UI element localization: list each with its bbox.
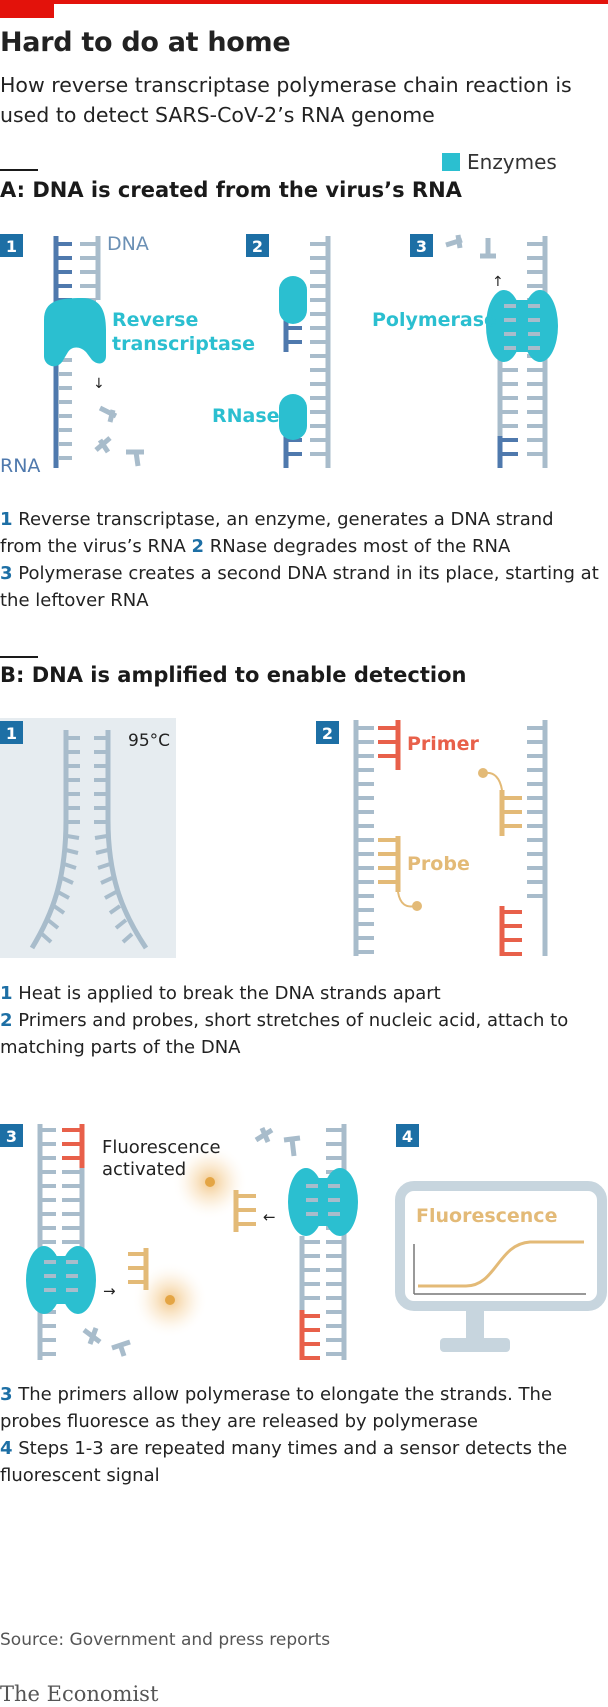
section-b-diagram-2: 3 xyxy=(0,1124,607,1360)
label-rnase: RNase xyxy=(212,405,280,427)
brand-logo-text: The Economist xyxy=(0,1682,159,1706)
b3-left-primer xyxy=(62,1124,85,1168)
header-red-line xyxy=(0,0,608,4)
sensor-monitor: Fluorescence xyxy=(395,1181,607,1352)
caption-a-text-2: RNase degrades most of the RNA xyxy=(204,536,511,557)
caption-b-num-2: 2 xyxy=(0,1010,13,1031)
caption-b-text-1: Heat is applied to break the DNA strands… xyxy=(12,983,441,1004)
label-probe: Probe xyxy=(407,853,470,875)
svg-text:1: 1 xyxy=(6,237,17,256)
caption-a-num-2: 2 xyxy=(191,536,205,557)
svg-text:2: 2 xyxy=(252,237,263,256)
b3-free-nucleotides-left xyxy=(82,1327,131,1357)
section-a-diagram: 1 2 3 ↓ DNA xyxy=(0,233,558,477)
caption-a-num-1: 1 xyxy=(0,509,13,530)
section-b-diagram-1: 1 95°C 2 xyxy=(0,718,548,958)
label-fluorescence: Fluorescence xyxy=(416,1205,557,1227)
label-rna: RNA xyxy=(0,455,40,477)
caption-a-text-3: Polymerase creates a second DNA strand i… xyxy=(0,563,599,611)
label-primer: Primer xyxy=(407,733,479,755)
svg-text:1: 1 xyxy=(6,724,17,743)
caption-b-text-4: Steps 1-3 are repeated many times and a … xyxy=(0,1438,568,1486)
fluorophore-dot-1 xyxy=(205,1177,215,1187)
section-a-heading: A: DNA is created from the virus’s RNA xyxy=(0,178,462,202)
section-a-caption: 1 Reverse transcriptase, an enzyme, gene… xyxy=(0,506,600,614)
label-temperature: 95°C xyxy=(128,731,170,751)
a2-dna-strand xyxy=(310,236,331,468)
polymerase-enzyme-b3-left xyxy=(26,1246,96,1314)
rnase-enzyme-top xyxy=(279,276,307,324)
b3-right-primer xyxy=(299,1310,320,1360)
step-badge-a3: 3 xyxy=(410,234,433,257)
left-arrow-icon: ← xyxy=(263,1208,276,1226)
rnase-enzyme-bottom xyxy=(279,394,307,440)
polymerase-enzyme-b3-right xyxy=(288,1168,358,1236)
label-fluorescence-activated-1: Fluorescence xyxy=(102,1137,221,1158)
label-dna: DNA xyxy=(107,233,149,255)
a2-rna-remnants xyxy=(283,300,302,468)
step-badge-b2: 2 xyxy=(316,721,339,744)
caption-a-num-3: 3 xyxy=(0,563,13,584)
page-title: Hard to do at home xyxy=(0,27,291,58)
a3-free-nucleotides xyxy=(445,234,496,259)
legend-label-enzymes: Enzymes xyxy=(467,150,557,174)
caption-b-num-4: 4 xyxy=(0,1438,13,1459)
section-b-rule xyxy=(0,656,38,658)
page-subtitle: How reverse transcriptase polymerase cha… xyxy=(0,73,572,127)
primer-left xyxy=(378,720,401,770)
reverse-transcriptase-enzyme xyxy=(44,298,106,367)
header-red-tab xyxy=(0,0,54,18)
heat-panel xyxy=(0,718,176,958)
right-arrow-icon: → xyxy=(103,1282,116,1300)
step-badge-b4: 4 xyxy=(396,1124,419,1147)
down-arrow-icon: ↓ xyxy=(93,376,105,392)
separating-dna-strands xyxy=(29,730,149,950)
a1-dna-strand xyxy=(80,236,101,302)
section-b-caption-2: 3 The primers allow polymerase to elonga… xyxy=(0,1381,600,1489)
up-arrow-icon: ↑ xyxy=(492,274,504,290)
probe-left xyxy=(378,836,422,911)
legend-swatch-enzymes xyxy=(442,153,460,171)
primer-right xyxy=(499,906,522,956)
label-polymerase: Polymerase xyxy=(372,309,497,331)
a1-free-nucleotides xyxy=(94,405,144,467)
step-badge-b3: 3 xyxy=(0,1124,23,1147)
caption-b-text-3: The primers allow polymerase to elongate… xyxy=(0,1384,553,1432)
step-badge-a2: 2 xyxy=(246,234,269,257)
section-b-heading: B: DNA is amplified to enable detection xyxy=(0,663,467,687)
probe-right xyxy=(478,768,522,836)
caption-b-num-1: 1 xyxy=(0,983,13,1004)
svg-text:2: 2 xyxy=(322,724,333,743)
section-b-caption-1: 1 Heat is applied to break the DNA stran… xyxy=(0,980,600,1061)
b2-right-dna-strand xyxy=(527,720,548,956)
b3-free-nucleotides-right xyxy=(254,1127,301,1157)
svg-text:3: 3 xyxy=(416,237,427,256)
b2-left-dna-strand xyxy=(353,720,374,956)
label-reverse-transcriptase-1: Reverse xyxy=(112,309,198,331)
step-badge-b1: 1 xyxy=(0,721,23,744)
fluorescence-curve-chart xyxy=(413,1240,586,1295)
caption-b-text-2: Primers and probes, short stretches of n… xyxy=(0,1010,569,1058)
polymerase-enzyme-a3 xyxy=(486,290,558,362)
step-badge-a1: 1 xyxy=(0,234,23,257)
svg-text:3: 3 xyxy=(6,1127,17,1146)
released-probe-right xyxy=(233,1190,256,1232)
source-note: Source: Government and press reports xyxy=(0,1630,331,1650)
section-a-rule xyxy=(0,169,38,171)
fluorophore-dot-2 xyxy=(165,1295,175,1305)
released-probe-left xyxy=(128,1248,149,1290)
svg-text:4: 4 xyxy=(402,1127,413,1146)
caption-b-num-3: 3 xyxy=(0,1384,13,1405)
caption-a-text-1: Reverse transcriptase, an enzyme, genera… xyxy=(0,509,554,557)
label-reverse-transcriptase-2: transcriptase xyxy=(112,333,255,355)
label-fluorescence-activated-2: activated xyxy=(102,1159,186,1180)
b3-right-dna-strand xyxy=(299,1124,347,1360)
